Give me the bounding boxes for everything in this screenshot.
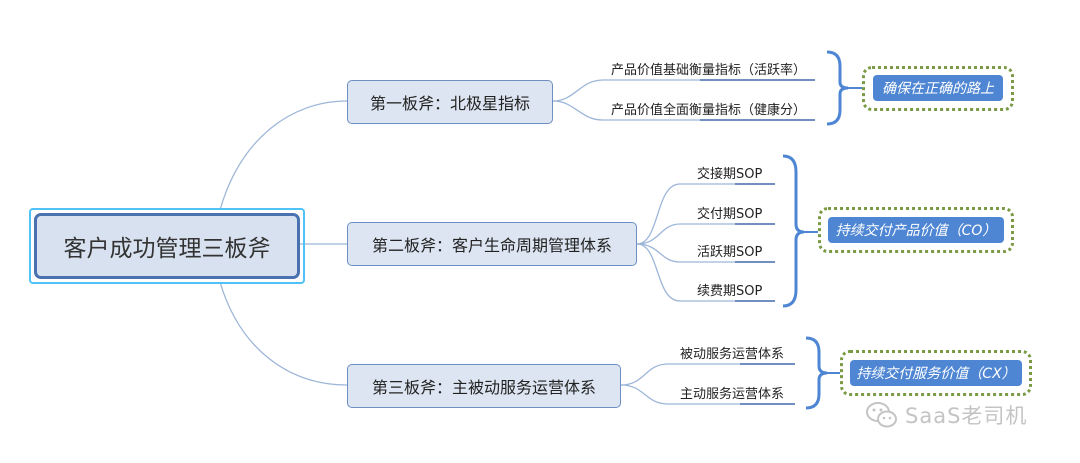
axe-2-item-1[interactable]: 交接期SOP [697, 167, 763, 182]
goal-1[interactable]: 确保在正确的路上 [873, 75, 1003, 101]
goal-3[interactable]: 持续交付服务价值（CX） [850, 360, 1022, 386]
root-node-frame [29, 208, 305, 284]
connector-axe3-item2 [620, 384, 795, 405]
goal-3-frame [840, 350, 1032, 396]
brace-axe1 [826, 50, 849, 126]
connector-axe2-item2 [636, 223, 775, 245]
root-node[interactable]: 客户成功管理三板斧 [34, 213, 300, 279]
axe-2-item-4[interactable]: 续费期SOP [697, 284, 763, 299]
connector-root-axe3 [219, 281, 348, 386]
axe-1-node[interactable]: 第一板斧：北极星指标 [347, 80, 553, 124]
goal-2[interactable]: 持续交付产品价值（CO） [828, 217, 1004, 243]
wechat-icon [866, 402, 897, 428]
connector-axe2-item3 [636, 243, 775, 263]
watermark-text: SaaS老司机 [905, 404, 1028, 428]
connector-axe2-item1 [636, 183, 775, 245]
axe-1-item-1[interactable]: 产品价值基础衡量指标（活跃率） [611, 63, 807, 78]
brace-axe2 [782, 154, 805, 308]
axe-2-item-2[interactable]: 交付期SOP [697, 207, 763, 222]
goal-1-frame [862, 66, 1014, 111]
connector-axe2-item4 [636, 243, 775, 302]
connector-root-axe1 [219, 100, 348, 211]
connector-axe1-item1 [552, 79, 815, 102]
axe-3-item-1[interactable]: 被动服务运营体系 [680, 347, 785, 362]
connector-axe3-item1 [620, 363, 795, 386]
goal-2-frame [818, 207, 1014, 253]
watermark: SaaS老司机 [865, 394, 1027, 436]
axe-3-item-2[interactable]: 主动服务运营体系 [680, 387, 785, 402]
connector-axe1-item2 [552, 100, 815, 121]
axe-2-node[interactable]: 第二板斧：客户生命周期管理体系 [347, 222, 637, 266]
brace-axe3 [805, 336, 828, 410]
axe-3-node[interactable]: 第三板斧：主被动服务运营体系 [347, 364, 621, 408]
axe-1-item-2[interactable]: 产品价值全面衡量指标（健康分） [611, 103, 807, 118]
axe-2-item-3[interactable]: 活跃期SOP [697, 245, 763, 260]
